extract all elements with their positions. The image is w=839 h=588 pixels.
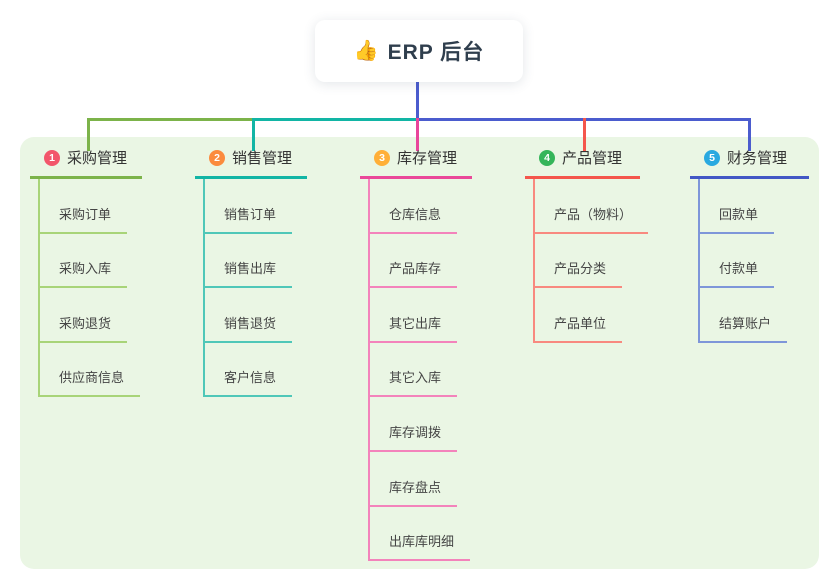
tree-item: 结算账户 <box>700 288 809 343</box>
tree-item-label[interactable]: 销售退货 <box>205 313 293 343</box>
branch-items-inventory: 仓库信息 产品库存 其它出库 其它入库 库存调拨 库存盘点 出库库明细 <box>368 179 472 562</box>
tree-item: 产品分类 <box>535 234 648 289</box>
connector-stub-sales <box>252 118 255 151</box>
connector-root-drop <box>416 82 419 119</box>
tree-item: 库存调拨 <box>370 397 472 452</box>
tree-item: 供应商信息 <box>40 343 142 398</box>
branch-number-badge: 4 <box>539 149 555 166</box>
tree-item-label[interactable]: 产品库存 <box>370 258 458 289</box>
connector-bus-teal <box>253 118 418 121</box>
tree-item: 库存盘点 <box>370 452 472 507</box>
tree-item: 销售退货 <box>205 288 307 343</box>
connector-stub-procurement <box>87 118 90 151</box>
tree-item-label[interactable]: 仓库信息 <box>370 204 458 234</box>
tree-item-label[interactable]: 销售订单 <box>205 204 293 234</box>
tree-item: 销售订单 <box>205 179 307 234</box>
tree-item-label[interactable]: 其它出库 <box>370 313 458 343</box>
tree-item: 采购订单 <box>40 179 142 234</box>
branch-title: 财务管理 <box>727 150 788 167</box>
tree-item: 销售出库 <box>205 234 307 289</box>
branch-header-finance[interactable]: 5 财务管理 <box>690 144 809 179</box>
branch-sales: 2 销售管理 销售订单 销售出库 销售退货 客户信息 <box>195 144 307 398</box>
branch-title: 产品管理 <box>562 150 623 167</box>
tree-item: 采购入库 <box>40 234 142 289</box>
branch-inventory: 3 库存管理 仓库信息 产品库存 其它出库 其它入库 库存调拨 库存盘点 出库库… <box>360 144 472 562</box>
root-node[interactable]: 👍 ERP 后台 <box>315 20 523 82</box>
branch-finance: 5 财务管理 回款单 付款单 结算账户 <box>690 144 809 343</box>
branch-product: 4 产品管理 产品（物料） 产品分类 产品单位 <box>525 144 649 343</box>
tree-item-label[interactable]: 产品单位 <box>535 313 623 343</box>
tree-item-label[interactable]: 采购退货 <box>40 313 128 343</box>
branch-title: 库存管理 <box>397 150 458 167</box>
branch-number-badge: 2 <box>209 149 225 166</box>
branch-title: 采购管理 <box>67 150 128 167</box>
connector-bus-green <box>87 118 255 121</box>
branch-items-procurement: 采购订单 采购入库 采购退货 供应商信息 <box>38 179 142 398</box>
branches-panel <box>20 137 819 569</box>
branch-header-product[interactable]: 4 产品管理 <box>525 144 640 179</box>
branch-number-badge: 1 <box>44 149 60 166</box>
branch-title: 销售管理 <box>232 150 293 167</box>
tree-item-label[interactable]: 其它入库 <box>370 367 458 398</box>
tree-item-label[interactable]: 产品（物料） <box>535 204 649 234</box>
connector-stub-product <box>583 118 586 151</box>
tree-item-label[interactable]: 付款单 <box>700 258 775 289</box>
tree-item: 回款单 <box>700 179 809 234</box>
tree-item-label[interactable]: 采购订单 <box>40 204 128 234</box>
tree-item: 其它出库 <box>370 288 472 343</box>
tree-item-label[interactable]: 库存调拨 <box>370 422 458 452</box>
branch-number-badge: 3 <box>374 149 390 166</box>
tree-item-label[interactable]: 回款单 <box>700 204 775 234</box>
branch-header-inventory[interactable]: 3 库存管理 <box>360 144 472 179</box>
tree-item: 采购退货 <box>40 288 142 343</box>
tree-item: 其它入库 <box>370 343 472 398</box>
branch-number-badge: 5 <box>704 149 720 166</box>
tree-item-label[interactable]: 出库库明细 <box>370 531 471 562</box>
branch-header-procurement[interactable]: 1 采购管理 <box>30 144 142 179</box>
connector-stub-finance <box>748 118 751 151</box>
tree-item-label[interactable]: 产品分类 <box>535 258 623 289</box>
connector-stub-inventory <box>416 118 419 151</box>
tree-item: 付款单 <box>700 234 809 289</box>
thumbs-up-icon: 👍 <box>353 40 379 62</box>
branch-procurement: 1 采购管理 采购订单 采购入库 采购退货 供应商信息 <box>30 144 142 398</box>
tree-item-label[interactable]: 采购入库 <box>40 258 128 289</box>
tree-item-label[interactable]: 供应商信息 <box>40 367 141 398</box>
tree-item-label[interactable]: 库存盘点 <box>370 477 458 507</box>
root-node-label: ERP 后台 <box>387 41 485 64</box>
tree-item: 产品（物料） <box>535 179 649 234</box>
tree-item: 出库库明细 <box>370 507 472 562</box>
tree-item: 仓库信息 <box>370 179 472 234</box>
branch-items-finance: 回款单 付款单 结算账户 <box>698 179 809 343</box>
branch-items-sales: 销售订单 销售出库 销售退货 客户信息 <box>203 179 307 398</box>
tree-item-label[interactable]: 销售出库 <box>205 258 293 289</box>
tree-item-label[interactable]: 客户信息 <box>205 367 293 398</box>
branch-header-sales[interactable]: 2 销售管理 <box>195 144 307 179</box>
tree-item: 产品库存 <box>370 234 472 289</box>
tree-item: 客户信息 <box>205 343 307 398</box>
branch-items-product: 产品（物料） 产品分类 产品单位 <box>533 179 649 343</box>
tree-item: 产品单位 <box>535 288 648 343</box>
tree-item-label[interactable]: 结算账户 <box>700 313 788 343</box>
